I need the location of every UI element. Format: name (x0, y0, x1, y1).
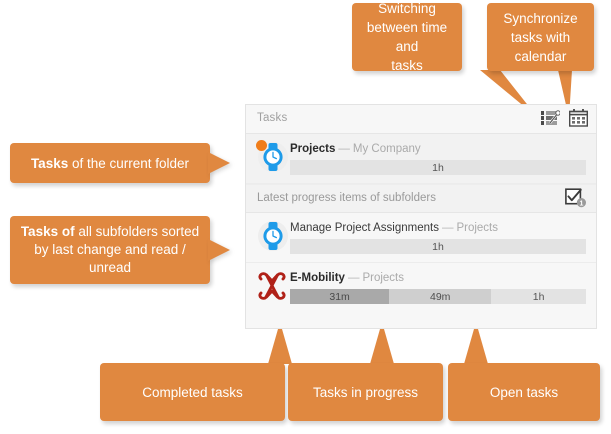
row-title-name: Projects (290, 143, 336, 155)
callout-tail-subfolders (208, 239, 230, 261)
calendar-sync-icon[interactable] (568, 109, 589, 132)
bar-segment-open[interactable]: 1h (290, 239, 586, 254)
subfolder-strip: Latest progress items of subfolders 1 (246, 184, 596, 213)
callout-text: Completed tasks (142, 384, 243, 400)
switch-time-tasks-icon[interactable] (541, 109, 561, 132)
row-icon-wrapper (256, 219, 290, 253)
progress-bar[interactable]: 1h (290, 239, 586, 254)
callout-line-1: Switching (378, 1, 436, 16)
callout-tasks-in-progress: Tasks in progress (288, 363, 443, 421)
subfolder-strip-label: Latest progress items of subfolders (257, 192, 436, 204)
row-title: Manage Project Assignments—Projects (290, 221, 586, 235)
progress-bar[interactable]: 31m 49m 1h (290, 289, 586, 304)
panel-title: Tasks (257, 112, 288, 124)
row-title-context: My Company (352, 143, 421, 155)
progress-bar[interactable]: 1h (290, 160, 586, 175)
callout-tail-current-folder (208, 152, 230, 174)
callout-current-folder: Tasks of the current folder (10, 143, 210, 183)
callout-completed-tasks: Completed tasks (100, 363, 285, 421)
row-title-context: Projects (362, 272, 404, 284)
subfolder-badge-count: 1 (579, 201, 583, 208)
row-title-separator: — (441, 222, 454, 234)
callout-text: Tasks of the current folder (31, 154, 189, 173)
callout-line-2: between time and (366, 20, 448, 54)
callout-text: Tasks of all subfolders sorted by last c… (20, 223, 200, 277)
task-row-e-mobility[interactable]: E-Mobility—Projects 31m 49m 1h (246, 263, 596, 312)
task-row-projects[interactable]: Projects—My Company 1h (246, 134, 596, 184)
row-icon-wrapper (256, 140, 290, 174)
row-title: E-Mobility—Projects (290, 271, 586, 285)
callout-switching-time-tasks: Switching between time and tasks (352, 1, 462, 73)
callout-text-bold: Tasks (30, 155, 69, 171)
callout-line-1: Synchronize (503, 10, 578, 26)
row-title-separator: — (347, 272, 360, 284)
bar-segment-in-progress[interactable]: 49m (389, 289, 492, 304)
panel-header-icons (541, 109, 589, 132)
callout-text-rest: of the current folder (68, 155, 190, 171)
bar-segment-open[interactable]: 1h (491, 289, 586, 304)
row-title-context: Projects (456, 222, 498, 234)
callout-line-3: calendar (514, 48, 567, 64)
unread-dot (256, 140, 267, 151)
callout-synchronize-calendar: Synchronize tasks with calendar (487, 3, 594, 71)
knot-icon (257, 272, 287, 300)
bar-segment-completed[interactable]: 31m (290, 289, 390, 304)
watch-icon (256, 219, 290, 253)
callout-open-tasks: Open tasks (448, 363, 600, 421)
row-title-separator: — (338, 143, 350, 155)
watch-icon (256, 140, 290, 174)
row-title: Projects—My Company (290, 142, 586, 156)
callout-text-bold: Tasks of (20, 224, 75, 239)
checkbox-checked-icon[interactable]: 1 (565, 188, 587, 213)
callout-text: Open tasks (489, 384, 559, 400)
task-row-manage-project-assignments[interactable]: Manage Project Assignments—Projects 1h (246, 213, 596, 263)
tasks-panel: Tasks (245, 104, 597, 329)
callout-subfolders: Tasks of all subfolders sorted by last c… (10, 216, 210, 284)
callout-text-rest: all subfolders sorted by last change and… (34, 224, 200, 275)
bar-segment-open[interactable]: 1h (290, 160, 586, 175)
row-icon-wrapper (256, 269, 290, 303)
panel-header: Tasks (246, 105, 596, 134)
row-title-name: E-Mobility (290, 272, 345, 284)
callout-line-3: tasks (391, 58, 423, 73)
callout-line-2: tasks with (510, 29, 571, 45)
row-title-name: Manage Project Assignments (290, 222, 439, 234)
callout-text: Tasks in progress (312, 384, 419, 400)
